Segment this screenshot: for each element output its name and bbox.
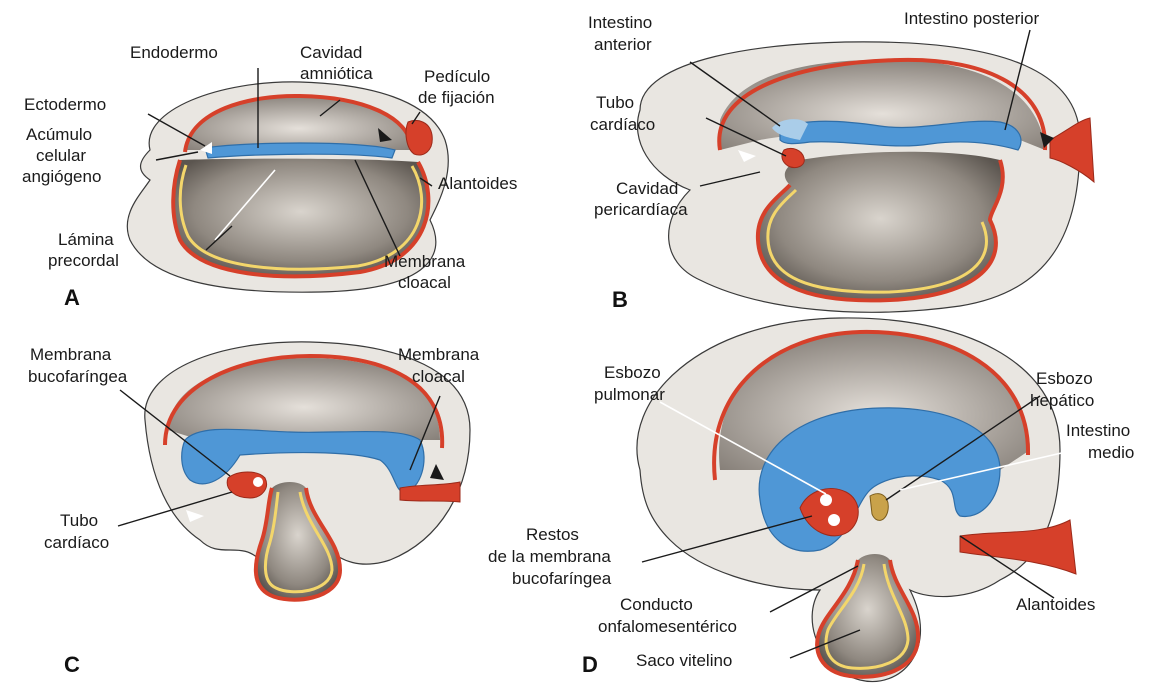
label-membrana-bucofaringea-1: Membrana xyxy=(30,345,112,364)
panel-a-connecting-stalk xyxy=(406,121,432,156)
label-membrana-cloacal-1: Membrana xyxy=(384,252,466,271)
panel-d: Esbozo pulmonar Esbozo hepático Intestin… xyxy=(488,318,1134,682)
panel-a: Endodermo Cavidad amniótica Pedículo de … xyxy=(22,43,517,310)
label-lamina-1: Lámina xyxy=(58,230,114,249)
label-alantoides-d: Alantoides xyxy=(1016,595,1095,614)
label-intestino-posterior: Intestino posterior xyxy=(904,9,1039,28)
label-restos-2: de la membrana xyxy=(488,547,611,566)
label-pediculo-1: Pedículo xyxy=(424,67,490,86)
label-cavidad-pericardiaca-1: Cavidad xyxy=(616,179,678,198)
label-restos-3: bucofaríngea xyxy=(512,569,612,588)
panel-c-heart-lumen xyxy=(253,477,263,487)
label-conducto-2: onfalomesentérico xyxy=(598,617,737,636)
panel-d-liver-bud xyxy=(870,494,888,521)
label-alantoides-a: Alantoides xyxy=(438,174,517,193)
label-ectodermo: Ectodermo xyxy=(24,95,106,114)
label-membrana-cloacal-c-1: Membrana xyxy=(398,345,480,364)
label-cavidad-1: Cavidad xyxy=(300,43,362,62)
label-esbozo-pulmonar-2: pulmonar xyxy=(594,385,665,404)
label-pediculo-2: de fijación xyxy=(418,88,495,107)
panel-d-heart-lumen-2 xyxy=(828,514,840,526)
panel-letter-c: C xyxy=(64,652,80,677)
label-conducto-1: Conducto xyxy=(620,595,693,614)
label-endodermo: Endodermo xyxy=(130,43,218,62)
label-restos-1: Restos xyxy=(526,525,579,544)
label-saco-vitelino: Saco vitelino xyxy=(636,651,732,670)
label-membrana-cloacal-2: cloacal xyxy=(398,273,451,292)
label-membrana-cloacal-c-2: cloacal xyxy=(412,367,465,386)
label-tubo-cardiaco-b-1: Tubo xyxy=(596,93,634,112)
panel-letter-b: B xyxy=(612,287,628,312)
label-intestino-anterior-1: Intestino xyxy=(588,13,652,32)
label-lamina-2: precordal xyxy=(48,251,119,270)
label-intestino-medio-2: medio xyxy=(1088,443,1134,462)
label-membrana-bucofaringea-2: bucofaríngea xyxy=(28,367,128,386)
label-esbozo-pulmonar-1: Esbozo xyxy=(604,363,661,382)
panel-letter-d: D xyxy=(582,652,598,677)
label-esbozo-hepatico-2: hepático xyxy=(1030,391,1094,410)
panel-letter-a: A xyxy=(64,285,80,310)
label-cavidad-pericardiaca-2: pericardíaca xyxy=(594,200,688,219)
label-cavidad-2: amniótica xyxy=(300,64,373,83)
label-esbozo-hepatico-1: Esbozo xyxy=(1036,369,1093,388)
label-tubo-cardiaco-c-2: cardíaco xyxy=(44,533,109,552)
label-acumulo-1: Acúmulo xyxy=(26,125,92,144)
panel-d-heart-lumen-1 xyxy=(820,494,832,506)
label-intestino-anterior-2: anterior xyxy=(594,35,652,54)
label-acumulo-2: celular xyxy=(36,146,86,165)
label-tubo-cardiaco-b-2: cardíaco xyxy=(590,115,655,134)
panel-b: Intestino anterior Intestino posterior T… xyxy=(588,9,1094,312)
label-acumulo-3: angiógeno xyxy=(22,167,101,186)
label-intestino-medio-1: Intestino xyxy=(1066,421,1130,440)
panel-c: Membrana bucofaríngea Membrana cloacal T… xyxy=(28,342,480,677)
label-tubo-cardiaco-c-1: Tubo xyxy=(60,511,98,530)
